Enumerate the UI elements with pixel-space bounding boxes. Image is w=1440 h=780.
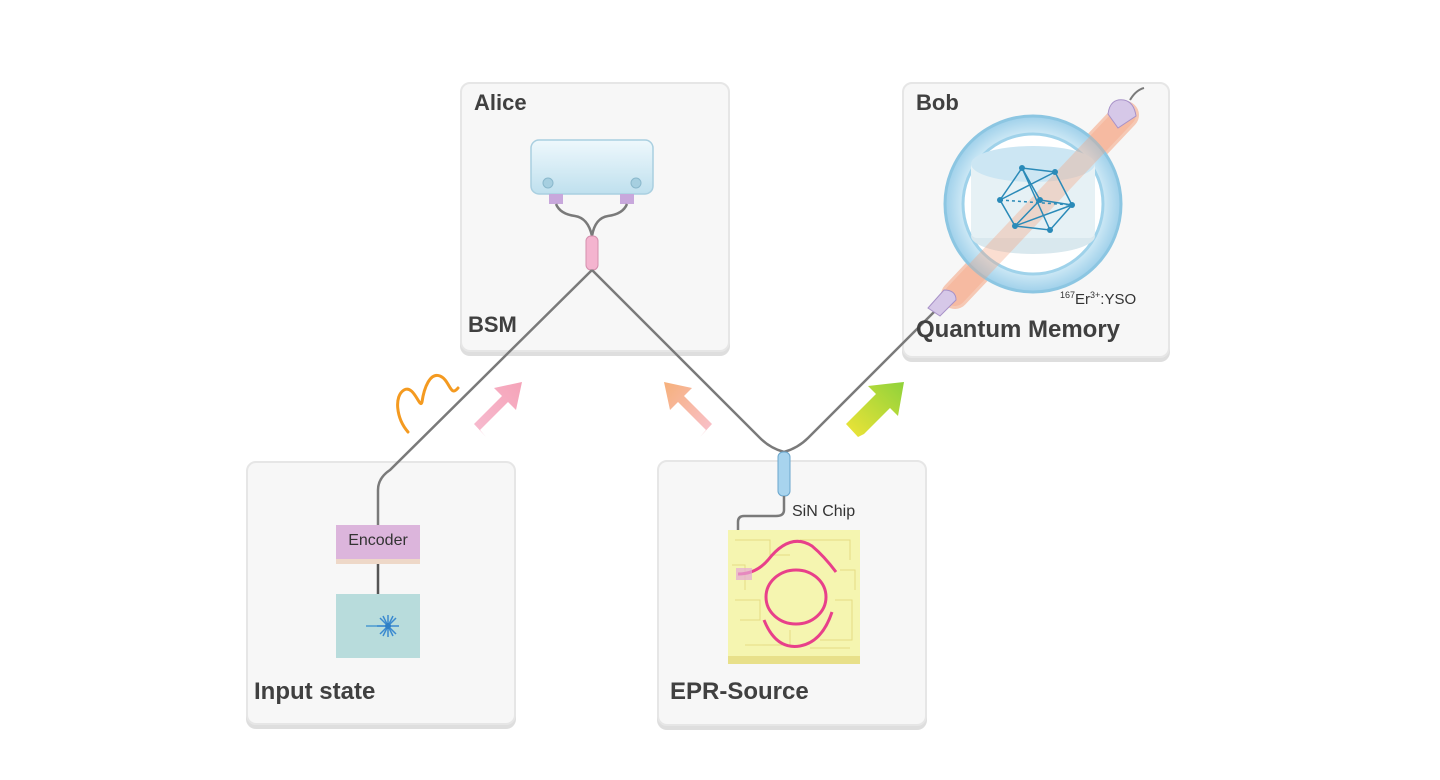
bsm-detector-icon <box>530 139 654 204</box>
ion-charge: 3+ <box>1090 290 1101 300</box>
epr-source-title: EPR-Source <box>670 678 809 705</box>
encoder-base <box>336 559 420 564</box>
alice-beam-splitter <box>585 235 599 271</box>
encoder-label: Encoder <box>348 532 408 549</box>
element-symbol: Er <box>1075 291 1091 308</box>
fiber-chip-input <box>736 496 786 576</box>
alice-panel <box>460 82 730 352</box>
quantum-memory-icon <box>941 101 1139 309</box>
crystal-lattice-icon <box>997 165 1075 233</box>
flow-arrow-icon <box>664 382 712 437</box>
alice-fiber-split <box>554 203 629 237</box>
host-crystal: :YSO <box>1100 291 1137 308</box>
laser-icon <box>336 594 420 658</box>
fiber-bsm-to-epr <box>591 269 785 454</box>
sin-chip-label: SiN Chip <box>792 503 856 520</box>
wave-photon-icon <box>396 373 460 434</box>
bob-title: Bob <box>916 90 959 115</box>
alice-title: Alice <box>474 90 527 115</box>
isotope-number: 167 <box>1060 290 1076 300</box>
sin-chip-icon <box>728 530 860 664</box>
fiber-epr-to-memory <box>783 303 943 454</box>
input-state-title: Input state <box>254 678 376 705</box>
coupler-icon <box>927 289 957 317</box>
quantum-memory-label: Quantum Memory <box>916 316 1121 343</box>
bsm-label: BSM <box>468 312 517 337</box>
input-state-panel <box>246 461 516 725</box>
detector-icon <box>1107 87 1145 129</box>
epr-beam-splitter <box>777 451 791 497</box>
memory-material-label: 167Er3+:YSO <box>1060 290 1136 308</box>
encoder-box <box>336 525 420 559</box>
flow-arrow-icon <box>846 382 904 437</box>
flow-arrow-icon <box>474 382 522 437</box>
fiber-input-to-bsm <box>376 269 593 560</box>
